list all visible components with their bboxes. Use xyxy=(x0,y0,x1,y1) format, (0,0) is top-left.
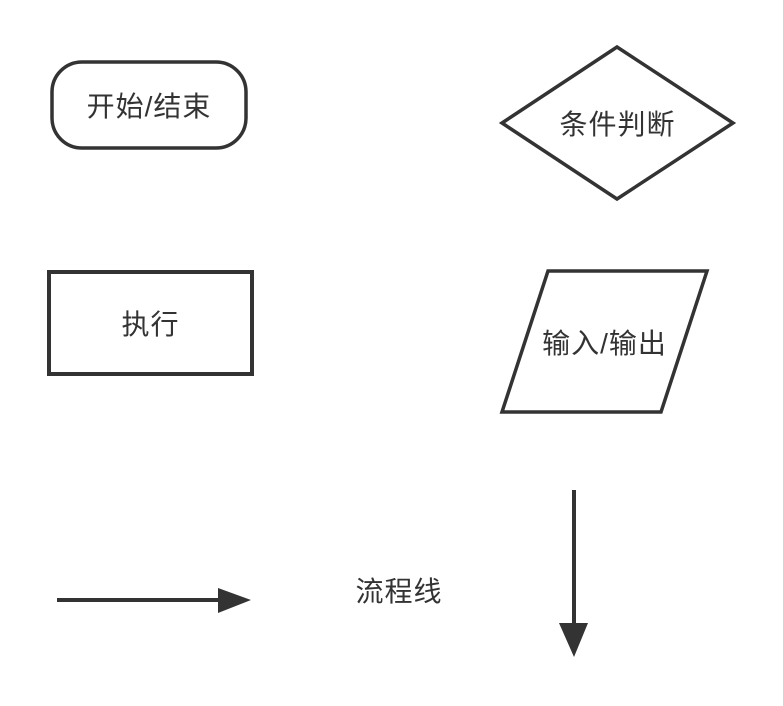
decision-shape xyxy=(498,44,737,202)
arrowheads-group xyxy=(218,588,588,657)
shape-outlines-group xyxy=(47,44,737,632)
terminator-shape xyxy=(50,60,248,150)
arrowhead-right-icon xyxy=(218,588,251,613)
io-shape xyxy=(499,269,710,414)
arrowhead-down-icon xyxy=(559,623,588,657)
process-shape xyxy=(47,270,254,376)
